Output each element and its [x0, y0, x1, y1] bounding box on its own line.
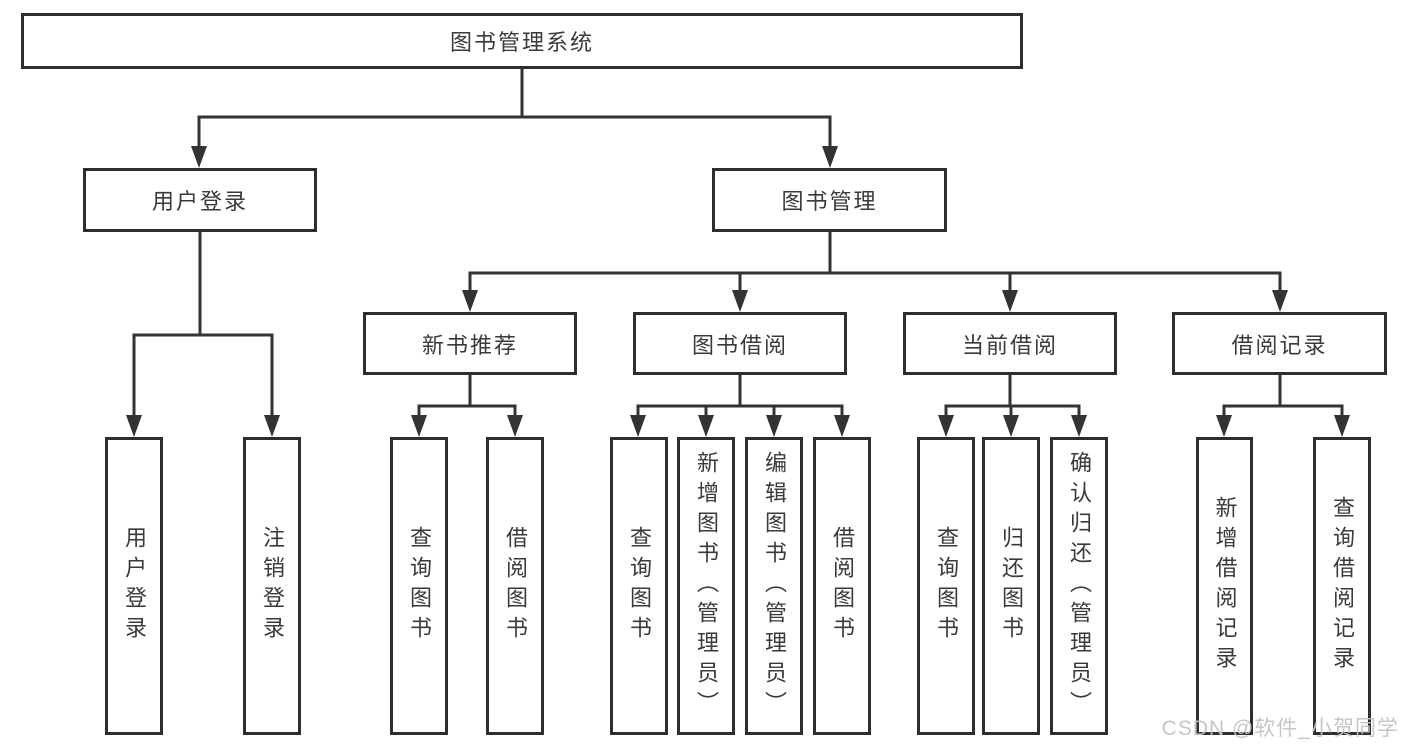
node-br-add-record: 新增借阅记录 [1196, 437, 1253, 735]
node-label: 归还图书 [999, 526, 1024, 646]
node-label: 查询图书 [407, 526, 432, 646]
arrowheads [126, 146, 1350, 437]
node-bb-add-books-admin: 新增图书（管理员） [677, 437, 735, 735]
node-book-borrowing: 图书借阅 [633, 312, 847, 375]
node-bb-query-books: 查询图书 [610, 437, 668, 735]
node-borrow-records: 借阅记录 [1172, 312, 1387, 375]
node-label: 新增图书（管理员） [694, 451, 719, 721]
node-logout: 注销登录 [243, 437, 301, 735]
node-new-book-recommend: 新书推荐 [363, 312, 577, 375]
node-label: 用户登录 [151, 189, 248, 214]
node-rec-query-books: 查询图书 [390, 437, 448, 735]
node-library-system: 图书管理系统 [21, 13, 1023, 69]
node-label: 当前借阅 [961, 332, 1058, 358]
node-label: 查询图书 [934, 526, 959, 646]
node-label: 借阅记录 [1231, 332, 1328, 358]
node-label: 借阅图书 [830, 526, 855, 646]
node-user-login: 用户登录 [83, 168, 317, 232]
node-label: 编辑图书（管理员） [762, 451, 787, 721]
csdn-watermark: CSDN @软件_小贺同学 [1161, 717, 1399, 740]
node-label: 图书管理系统 [449, 30, 594, 55]
node-user-login-leaf: 用户登录 [105, 437, 163, 735]
node-label: 确认归还（管理员） [1067, 451, 1092, 721]
node-br-query-record: 查询借阅记录 [1313, 437, 1371, 735]
node-label: 注销登录 [260, 526, 285, 646]
node-label: 新书推荐 [421, 332, 518, 358]
node-label: 查询借阅记录 [1330, 496, 1355, 676]
node-cb-confirm-return-admin: 确认归还（管理员） [1050, 437, 1108, 735]
node-label: 查询图书 [627, 526, 652, 646]
node-label: 新增借阅记录 [1212, 496, 1238, 676]
node-cb-query-books: 查询图书 [917, 437, 975, 735]
node-cb-return-books: 归还图书 [982, 437, 1040, 735]
node-bb-borrow-books: 借阅图书 [813, 437, 871, 735]
node-label: 用户登录 [122, 526, 147, 646]
node-label: 图书借阅 [691, 332, 788, 358]
node-bb-edit-books-admin: 编辑图书（管理员） [745, 437, 803, 735]
node-book-management: 图书管理 [712, 168, 947, 232]
node-label: 图书管理 [781, 189, 878, 214]
node-current-borrowing: 当前借阅 [903, 312, 1117, 375]
node-rec-borrow-books: 借阅图书 [486, 437, 544, 735]
node-label: 借阅图书 [503, 526, 528, 646]
